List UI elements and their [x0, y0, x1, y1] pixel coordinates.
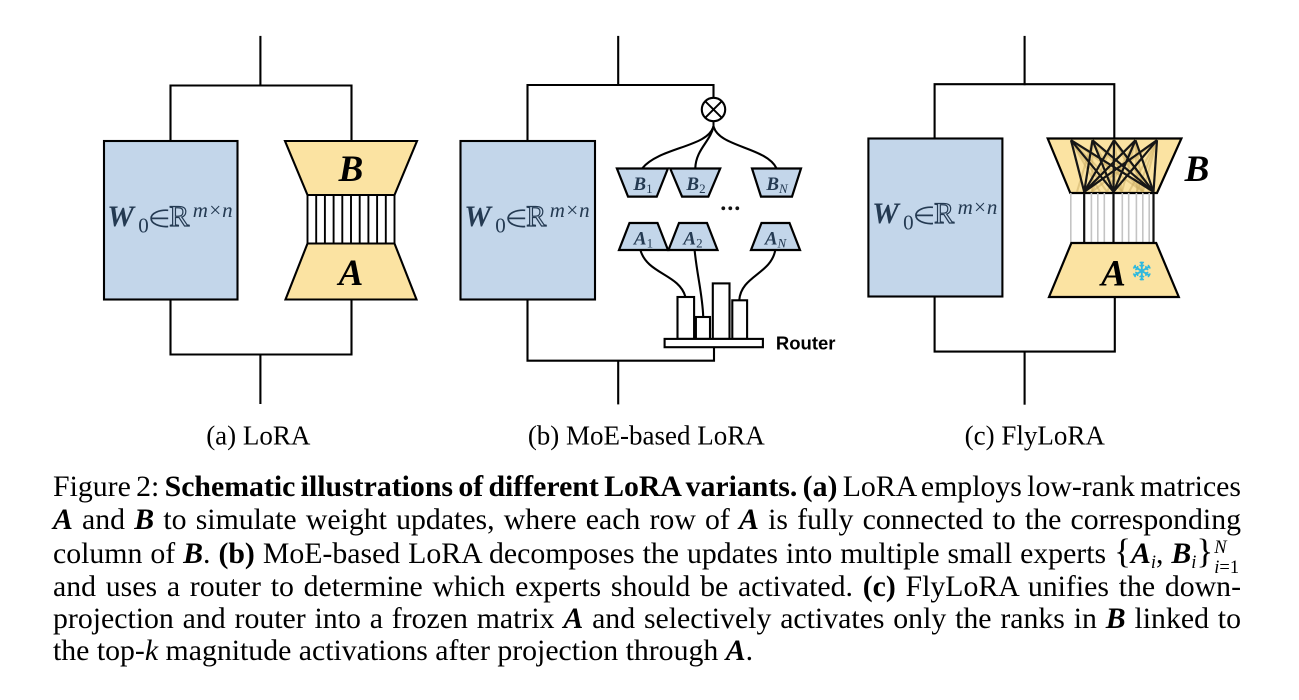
svg-text:m×n: m×n: [193, 198, 233, 222]
svg-text:W: W: [464, 200, 493, 233]
svg-text:0: 0: [903, 211, 914, 235]
svg-text:A: A: [1099, 254, 1126, 295]
svg-text:W: W: [872, 197, 901, 230]
svg-text:W: W: [107, 200, 136, 233]
svg-text:B: B: [338, 149, 364, 190]
svg-text:m×n: m×n: [550, 198, 590, 222]
svg-text:(c) FlyLoRA: (c) FlyLoRA: [965, 421, 1106, 451]
svg-text:R: R: [169, 200, 189, 233]
svg-text:R: R: [526, 200, 546, 233]
svg-text:B: B: [1184, 149, 1210, 190]
svg-text:Router: Router: [776, 332, 836, 353]
svg-text:R: R: [934, 197, 954, 230]
svg-text:(b) MoE-based LoRA: (b) MoE-based LoRA: [528, 421, 765, 451]
svg-text:(a) LoRA: (a) LoRA: [206, 421, 311, 451]
svg-text:m×n: m×n: [958, 195, 998, 219]
svg-text:0: 0: [495, 214, 506, 238]
svg-text:0: 0: [138, 214, 149, 238]
svg-text:A: A: [337, 253, 364, 294]
